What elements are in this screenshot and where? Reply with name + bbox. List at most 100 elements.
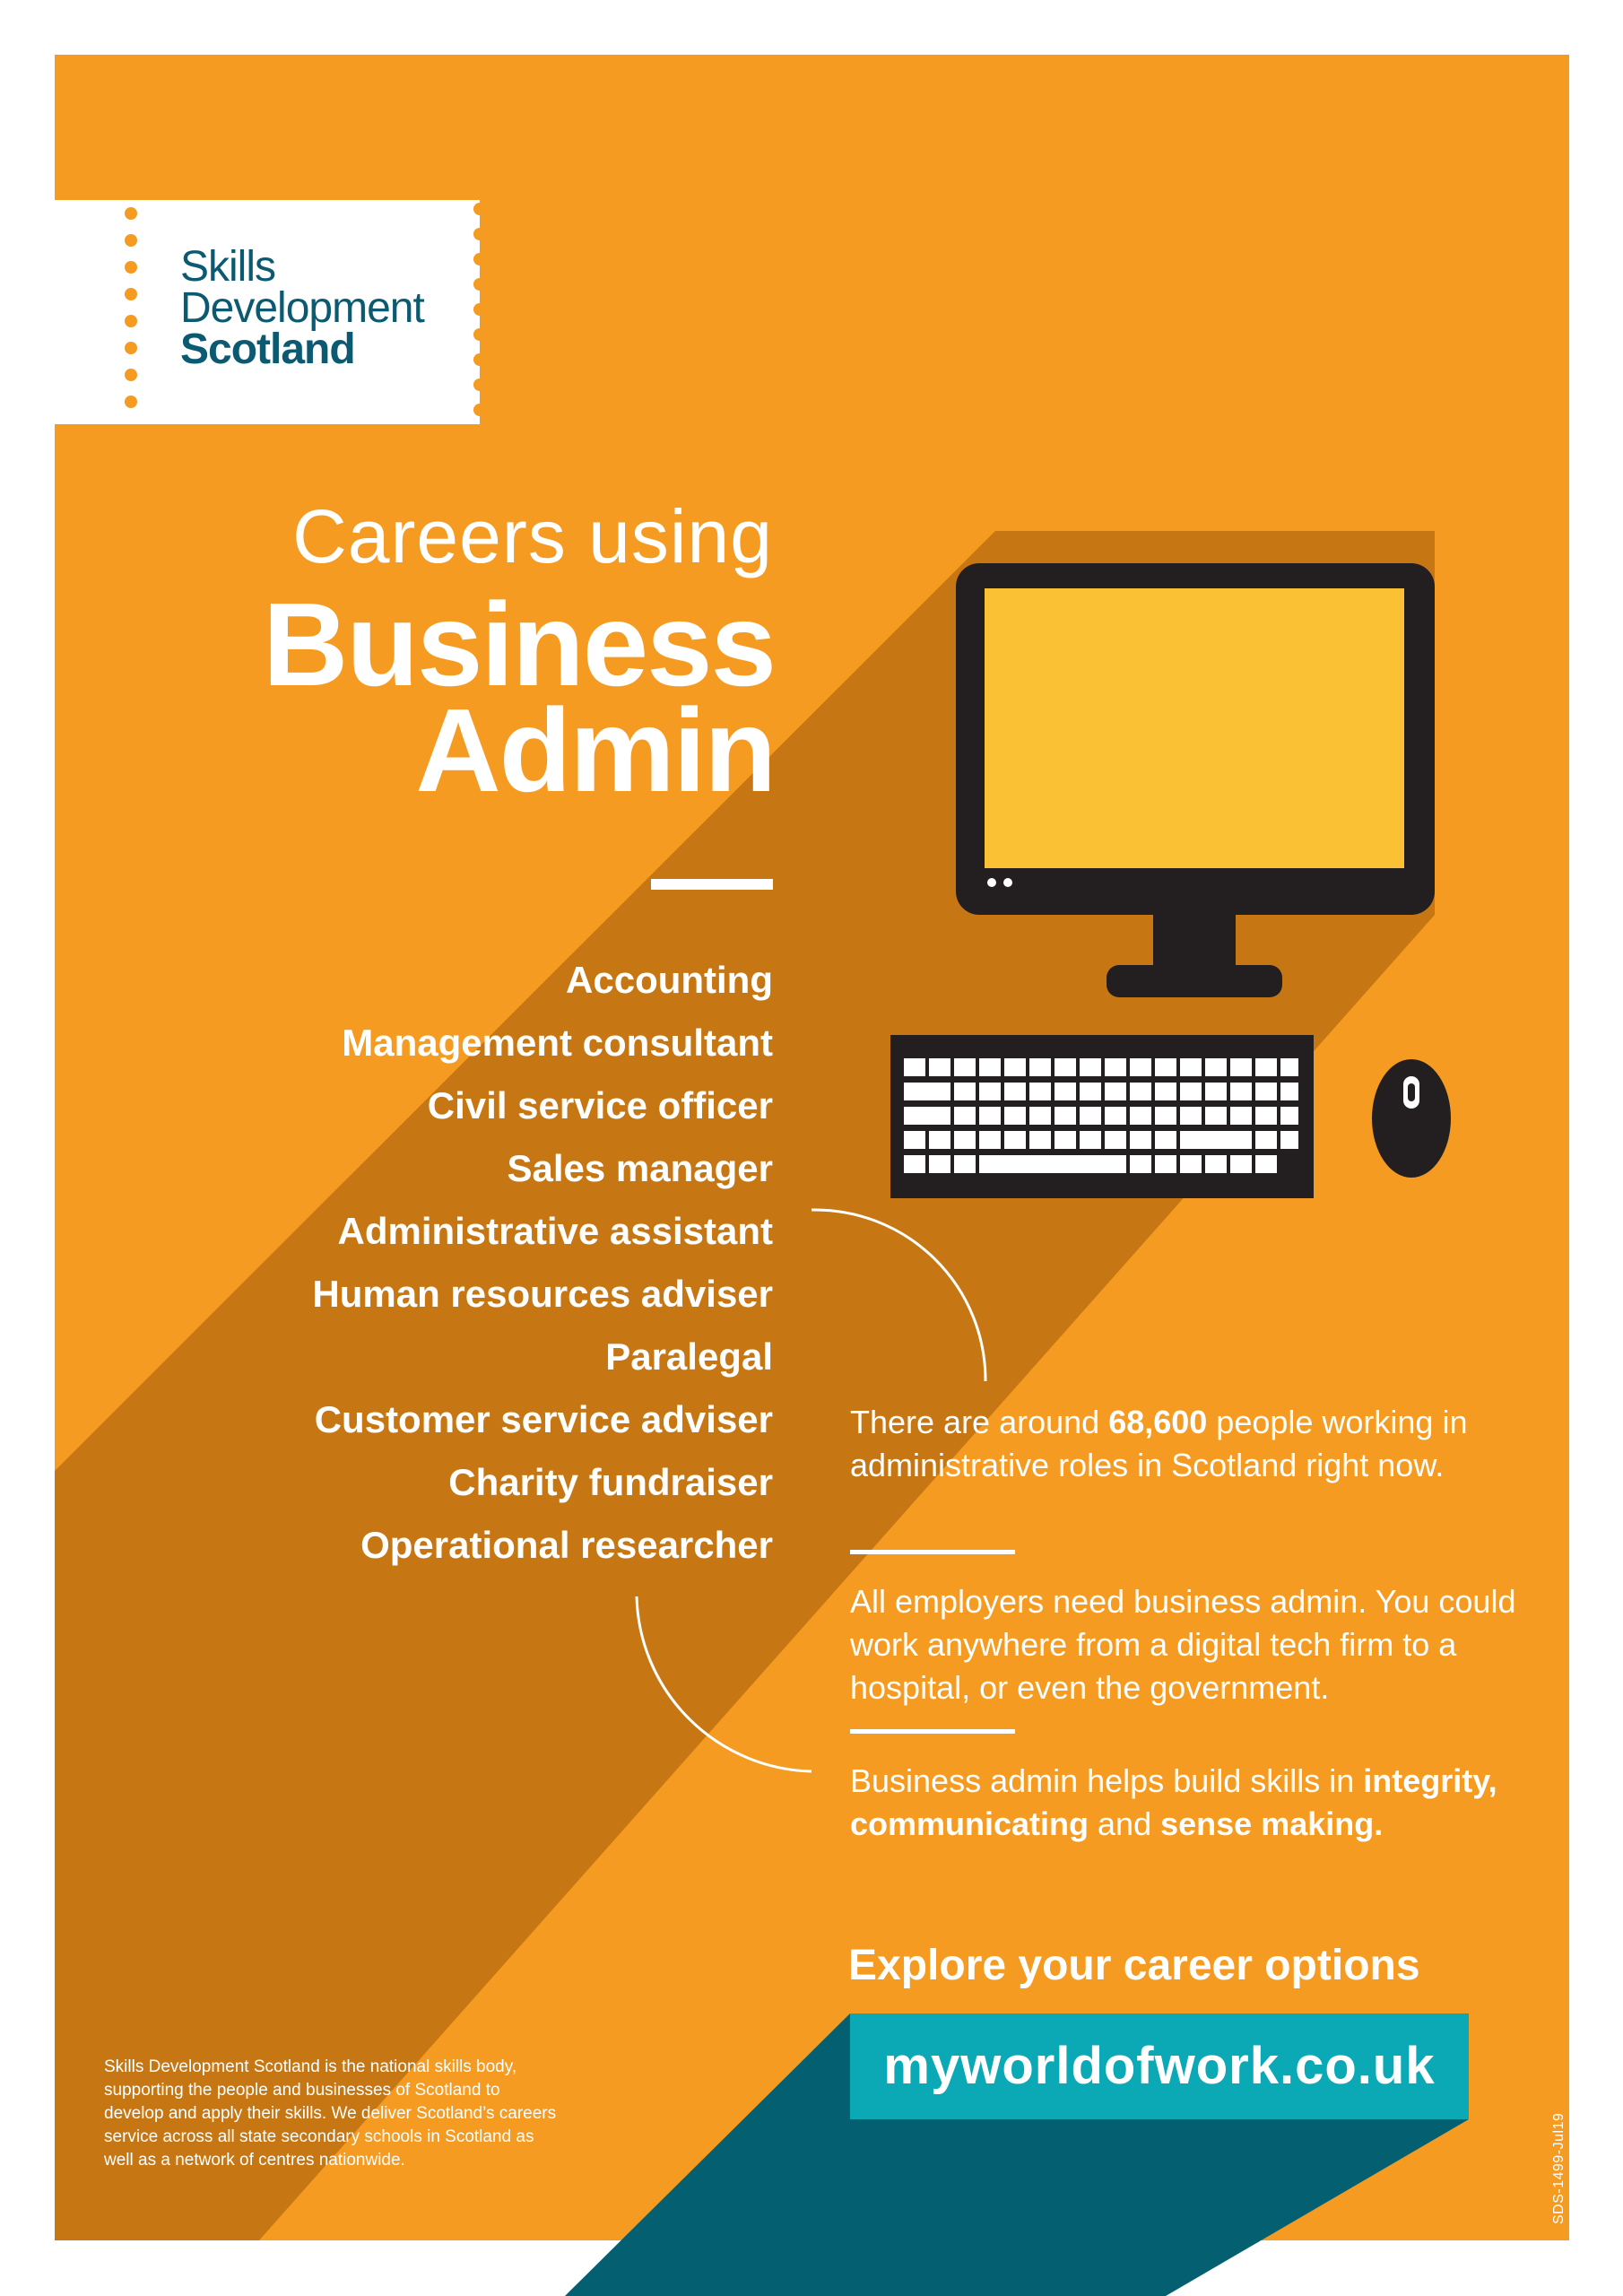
arc-top — [811, 1208, 987, 1382]
title-underline — [651, 879, 773, 890]
keyboard-key — [1105, 1107, 1126, 1125]
keyboard-key — [1180, 1058, 1202, 1076]
keyboard-key — [1004, 1083, 1026, 1100]
keyboard-key — [1130, 1155, 1151, 1173]
keyboard-key — [1255, 1131, 1277, 1149]
document-code: SDS-1499-Jul19 — [1551, 2112, 1567, 2224]
fact-employers: All employers need business admin. You c… — [850, 1583, 1516, 1706]
logo-line-skills: Skills — [180, 243, 276, 291]
keyboard-key — [1080, 1131, 1101, 1149]
keyboard-key — [1230, 1155, 1252, 1173]
keyboard-key — [979, 1131, 1001, 1149]
logo-panel: Skills Development Scotland — [55, 200, 480, 424]
keyboard-key — [1280, 1083, 1298, 1100]
keyboard-key — [1205, 1083, 1227, 1100]
keyboard-key — [1130, 1131, 1151, 1149]
keyboard-key — [954, 1058, 976, 1076]
logo-line-scotland: Scotland — [180, 326, 356, 373]
keyboard-key — [1280, 1107, 1298, 1125]
keyboard-key — [929, 1058, 950, 1076]
keyboard-key — [1055, 1058, 1076, 1076]
keyboard-key — [979, 1155, 1126, 1173]
title-admin: Admin — [415, 684, 777, 816]
title-careers-using: Careers using — [292, 494, 773, 578]
keyboard-key — [1004, 1131, 1026, 1149]
career-item: Customer service adviser — [314, 1398, 773, 1440]
keyboard-key — [904, 1083, 950, 1100]
keyboard-key — [1205, 1107, 1227, 1125]
career-item: Paralegal — [605, 1335, 773, 1378]
keyboard-key — [929, 1131, 950, 1149]
fact-skills: Business admin helps build skills in int… — [850, 1760, 1532, 1846]
keyboard-key — [1105, 1058, 1126, 1076]
explore-heading: Explore your career options — [848, 1942, 1420, 1989]
keyboard-key — [1180, 1131, 1252, 1149]
keyboard-key — [979, 1083, 1001, 1100]
fact-divider — [850, 1729, 1015, 1734]
mouse-icon — [1372, 1059, 1451, 1178]
keyboard-key — [1180, 1107, 1202, 1125]
fact-workers: There are around 68,600 people working i… — [850, 1401, 1532, 1487]
logo-dots-icon — [125, 203, 480, 416]
keyboard-key — [1155, 1131, 1176, 1149]
keyboard-key — [1180, 1083, 1202, 1100]
fact3-text-mid: and — [1089, 1805, 1161, 1842]
career-item: Administrative assistant — [337, 1210, 773, 1252]
keyboard-key — [954, 1155, 976, 1173]
keyboard-key — [1230, 1107, 1252, 1125]
fact1-number: 68,600 — [1108, 1404, 1208, 1440]
footnote: Skills Development Scotland is the natio… — [104, 2057, 557, 2170]
keyboard-key — [979, 1107, 1001, 1125]
keyboard-key — [1029, 1131, 1051, 1149]
fact1-text-pre: There are around — [850, 1404, 1109, 1440]
diagonal-shadow-band — [55, 531, 1435, 2240]
website-url[interactable]: myworldofwork.co.uk — [883, 2037, 1436, 2095]
keyboard-key — [904, 1155, 925, 1173]
keyboard-key — [1180, 1155, 1202, 1173]
keyboard-key — [1029, 1058, 1051, 1076]
keyboard-key — [1230, 1058, 1252, 1076]
keyboard-key — [1004, 1058, 1026, 1076]
keyboard-key — [1029, 1107, 1051, 1125]
keyboard-key — [1255, 1107, 1277, 1125]
keyboard-key — [1105, 1083, 1126, 1100]
career-item: Human resources adviser — [312, 1273, 773, 1315]
career-item: Management consultant — [342, 1022, 773, 1064]
keyboard-key — [1230, 1083, 1252, 1100]
keyboard-key — [1130, 1107, 1151, 1125]
computer-monitor-icon — [956, 563, 1435, 997]
career-item: Civil service officer — [427, 1084, 773, 1126]
keyboard-key — [1280, 1058, 1298, 1076]
title-business: Business — [263, 578, 777, 710]
fact3-text-pre: Business admin helps build skills in — [850, 1762, 1364, 1799]
logo-line-development: Development — [180, 284, 425, 332]
career-item: Operational researcher — [360, 1524, 773, 1566]
keyboard-icon — [890, 1035, 1314, 1198]
keyboard-key — [954, 1083, 976, 1100]
keyboard-key — [1155, 1107, 1176, 1125]
website-link[interactable]: myworldofwork.co.uk — [850, 2013, 1469, 2119]
keyboard-key — [1205, 1058, 1227, 1076]
keyboard-key — [1255, 1155, 1277, 1173]
keyboard-key — [1055, 1131, 1076, 1149]
keyboard-key — [1080, 1058, 1101, 1076]
keyboard-key — [904, 1131, 925, 1149]
keyboard-key — [1155, 1155, 1176, 1173]
fact-divider — [850, 1550, 1015, 1554]
keyboard-key — [1155, 1083, 1176, 1100]
career-item: Sales manager — [507, 1147, 773, 1189]
fact1-text-post: people working in administrative roles i… — [850, 1404, 1468, 1483]
title-subject: Business Admin — [263, 578, 777, 816]
keyboard-key — [1080, 1107, 1101, 1125]
keyboard-key — [1080, 1083, 1101, 1100]
keyboard-key — [1280, 1131, 1298, 1149]
keyboard-key — [1055, 1083, 1076, 1100]
keyboard-key — [1205, 1155, 1227, 1173]
keyboard-key — [1105, 1131, 1126, 1149]
keyboard-key — [1004, 1107, 1026, 1125]
careers-list: Accounting Management consultant Civil s… — [312, 949, 773, 1577]
fact3-skills-bold: integrity, communicating — [850, 1762, 1497, 1842]
keyboard-key — [904, 1107, 950, 1125]
career-item: Accounting — [566, 959, 773, 1001]
fact3-skill-sense-making: sense making. — [1160, 1805, 1384, 1842]
